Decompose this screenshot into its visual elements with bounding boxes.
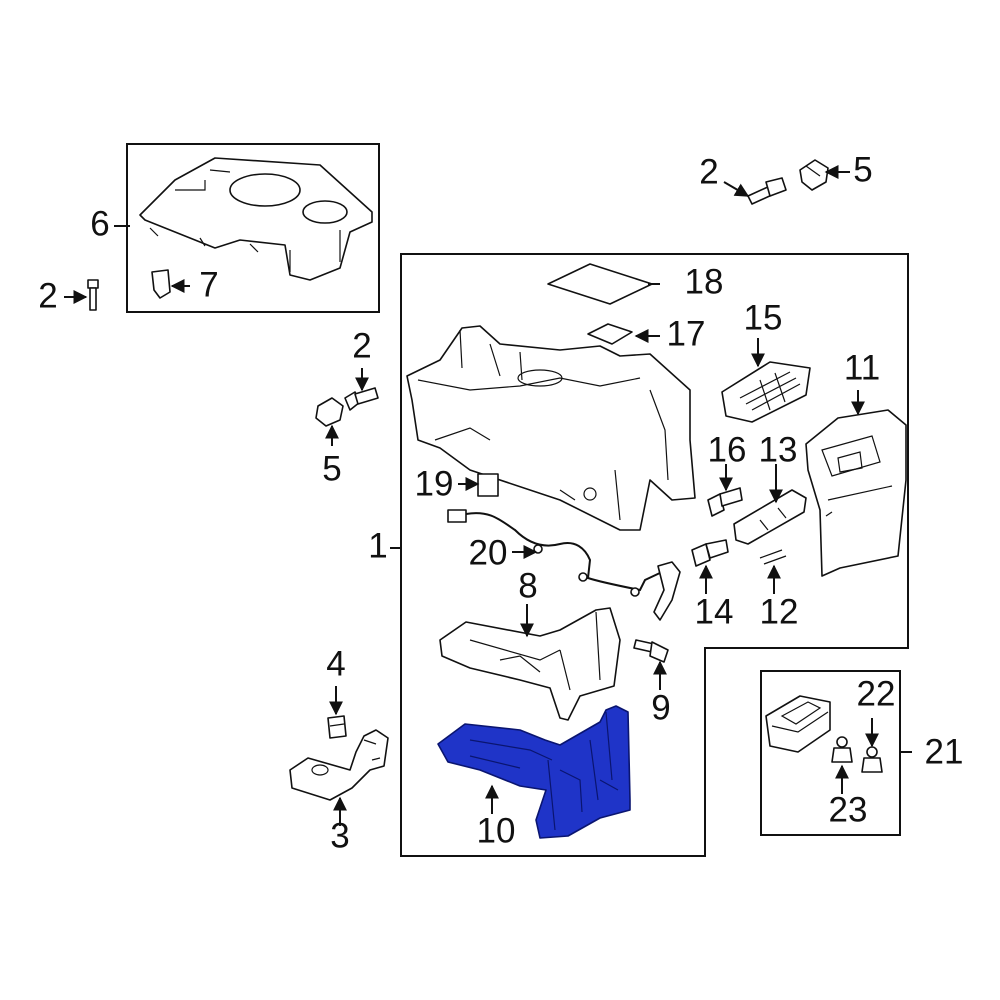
bolt-part-left[interactable]	[87, 279, 99, 311]
mat-part[interactable]	[547, 263, 653, 305]
callout-12: 12	[760, 592, 799, 631]
cup-holder-part[interactable]	[139, 157, 373, 281]
callout-20: 20	[469, 533, 508, 572]
callout-18: 18	[685, 262, 724, 301]
callout-6: 6	[90, 204, 109, 243]
clip-part[interactable]	[151, 269, 171, 299]
clip-part-top[interactable]	[799, 159, 829, 191]
callout-9: 9	[651, 688, 670, 727]
callout-2-left: 2	[38, 276, 57, 315]
clip-part-12[interactable]	[759, 549, 787, 565]
rear-panel-part[interactable]	[805, 409, 907, 577]
callout-1: 1	[368, 526, 387, 565]
wire-harness-part[interactable]	[447, 509, 681, 621]
callout-22: 22	[857, 674, 896, 713]
clip-part-middle[interactable]	[315, 397, 344, 427]
pad-part[interactable]	[587, 323, 633, 345]
label-part-19[interactable]	[477, 473, 499, 497]
callout-19: 19	[415, 464, 454, 503]
callout-15: 15	[744, 298, 783, 337]
bracket-part-10[interactable]	[437, 705, 631, 839]
bracket-part-3[interactable]	[289, 729, 389, 801]
fastener-part-22[interactable]	[861, 746, 883, 773]
bracket-part-13[interactable]	[733, 489, 807, 545]
cup-holder-group-box	[126, 143, 380, 313]
callout-10: 10	[477, 811, 516, 850]
callout-11: 11	[844, 348, 880, 387]
switch-part-21[interactable]	[765, 695, 831, 753]
callout-5-middle: 5	[322, 449, 341, 488]
callout-8: 8	[518, 566, 537, 605]
callout-2-middle: 2	[352, 326, 371, 365]
bolt-part-16[interactable]	[707, 487, 743, 517]
console-body-part[interactable]	[406, 325, 696, 531]
console-assembly-group-box	[400, 253, 909, 857]
callout-5-top: 5	[853, 150, 872, 189]
bolt-part-9[interactable]	[633, 639, 669, 663]
callout-2-top: 2	[699, 152, 718, 191]
callout-7: 7	[199, 265, 218, 304]
nut-part-4[interactable]	[327, 715, 347, 739]
callout-16: 16	[708, 430, 747, 469]
callout-17: 17	[667, 314, 706, 353]
vent-part[interactable]	[721, 361, 811, 423]
callout-23: 23	[829, 790, 868, 829]
callout-13: 13	[759, 430, 798, 469]
bolt-part-middle[interactable]	[344, 387, 379, 411]
bolt-part-top[interactable]	[747, 177, 787, 205]
callout-21: 21	[925, 732, 964, 771]
callout-14: 14	[695, 592, 734, 631]
callout-3: 3	[330, 816, 349, 855]
callout-4: 4	[326, 644, 345, 683]
tray-part-8[interactable]	[439, 607, 621, 721]
fastener-part-23[interactable]	[831, 736, 853, 763]
bolt-part-14[interactable]	[691, 539, 729, 567]
